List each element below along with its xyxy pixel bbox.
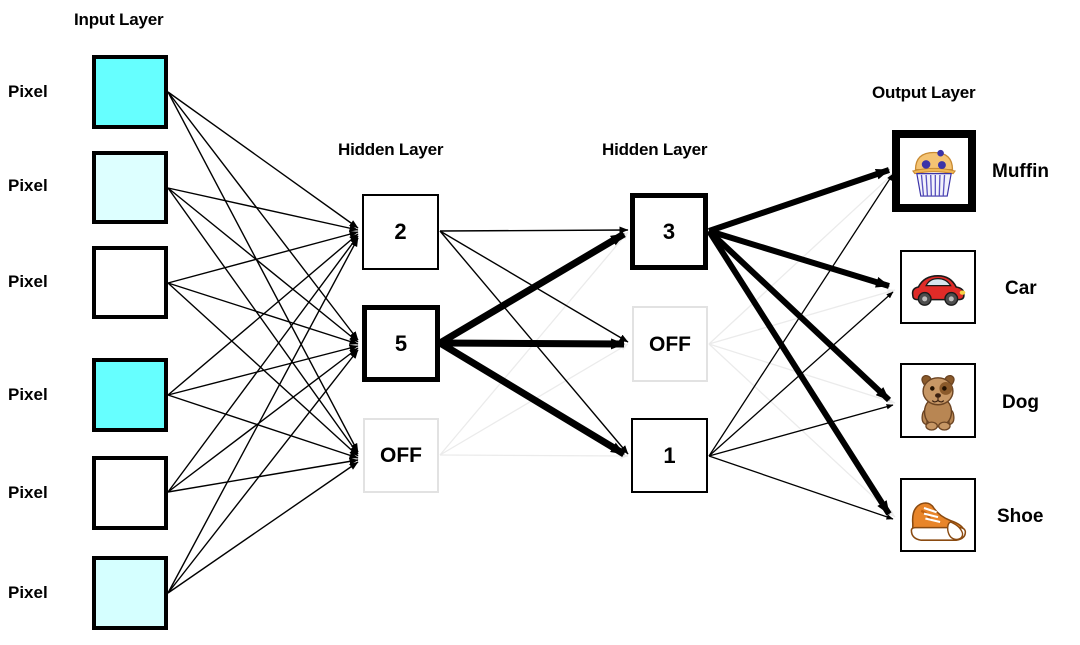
- edges-hidden2-off-to-output: [708, 171, 896, 518]
- output-node-muffin[interactable]: [892, 130, 976, 212]
- output-label-car: Car: [1005, 278, 1037, 299]
- output-label-dog: Dog: [1002, 392, 1039, 413]
- hidden2-node-3-value: 1: [663, 442, 676, 468]
- output-layer-title: Output Layer: [872, 83, 976, 102]
- input-layer-title: Input Layer: [74, 10, 164, 29]
- output-node-shoe[interactable]: [900, 478, 976, 552]
- output-label-muffin: Muffin: [992, 161, 1049, 182]
- hidden2-node-2-value: OFF: [649, 332, 691, 356]
- hidden2-node-2[interactable]: OFF: [632, 306, 708, 382]
- edges-hidden2-node1-to-output: [708, 173, 894, 520]
- pixel-label-4: Pixel: [8, 385, 48, 404]
- output-label-shoe: Shoe: [997, 506, 1044, 527]
- hidden1-node-2[interactable]: 5: [362, 305, 440, 382]
- edges-hidden1-node5-to-hidden2: [438, 230, 626, 457]
- hidden1-node-1[interactable]: 2: [362, 194, 439, 270]
- hidden-layer-1-title: Hidden Layer: [338, 140, 444, 159]
- hidden2-node-1[interactable]: 3: [630, 193, 708, 270]
- hidden1-node-1-value: 2: [394, 219, 407, 244]
- hidden2-node-1-value: 3: [662, 218, 676, 244]
- input-pixel-6[interactable]: [92, 556, 168, 630]
- edges-hidden1-node2-to-hidden2: [439, 226, 629, 455]
- edges-hidden1-off-to-hidden2: [439, 231, 629, 459]
- edges-input-to-hidden1: [167, 91, 359, 594]
- pixel-label-2: Pixel: [8, 176, 48, 195]
- shoe-image: [903, 480, 973, 550]
- output-node-car[interactable]: [900, 250, 976, 324]
- car-image: [903, 252, 973, 322]
- hidden1-node-2-value: 5: [394, 330, 408, 356]
- dog-image: [902, 365, 974, 436]
- input-pixel-3[interactable]: [92, 246, 168, 319]
- input-pixel-5[interactable]: [92, 456, 168, 530]
- pixel-label-1: Pixel: [8, 82, 48, 101]
- hidden2-node-3[interactable]: 1: [631, 418, 708, 493]
- pixel-label-6: Pixel: [8, 583, 48, 602]
- edges-hidden2-node3-to-output: [706, 167, 892, 516]
- input-pixel-2[interactable]: [92, 151, 168, 224]
- pixel-label-3: Pixel: [8, 272, 48, 291]
- muffin-image: [901, 138, 967, 204]
- hidden1-node-3-value: OFF: [380, 444, 422, 467]
- output-node-dog[interactable]: [900, 363, 976, 438]
- input-pixel-1[interactable]: [92, 55, 168, 129]
- pixel-label-5: Pixel: [8, 483, 48, 502]
- hidden-layer-2-title: Hidden Layer: [602, 140, 708, 159]
- input-pixel-4[interactable]: [92, 358, 168, 432]
- hidden1-node-3[interactable]: OFF: [363, 418, 439, 493]
